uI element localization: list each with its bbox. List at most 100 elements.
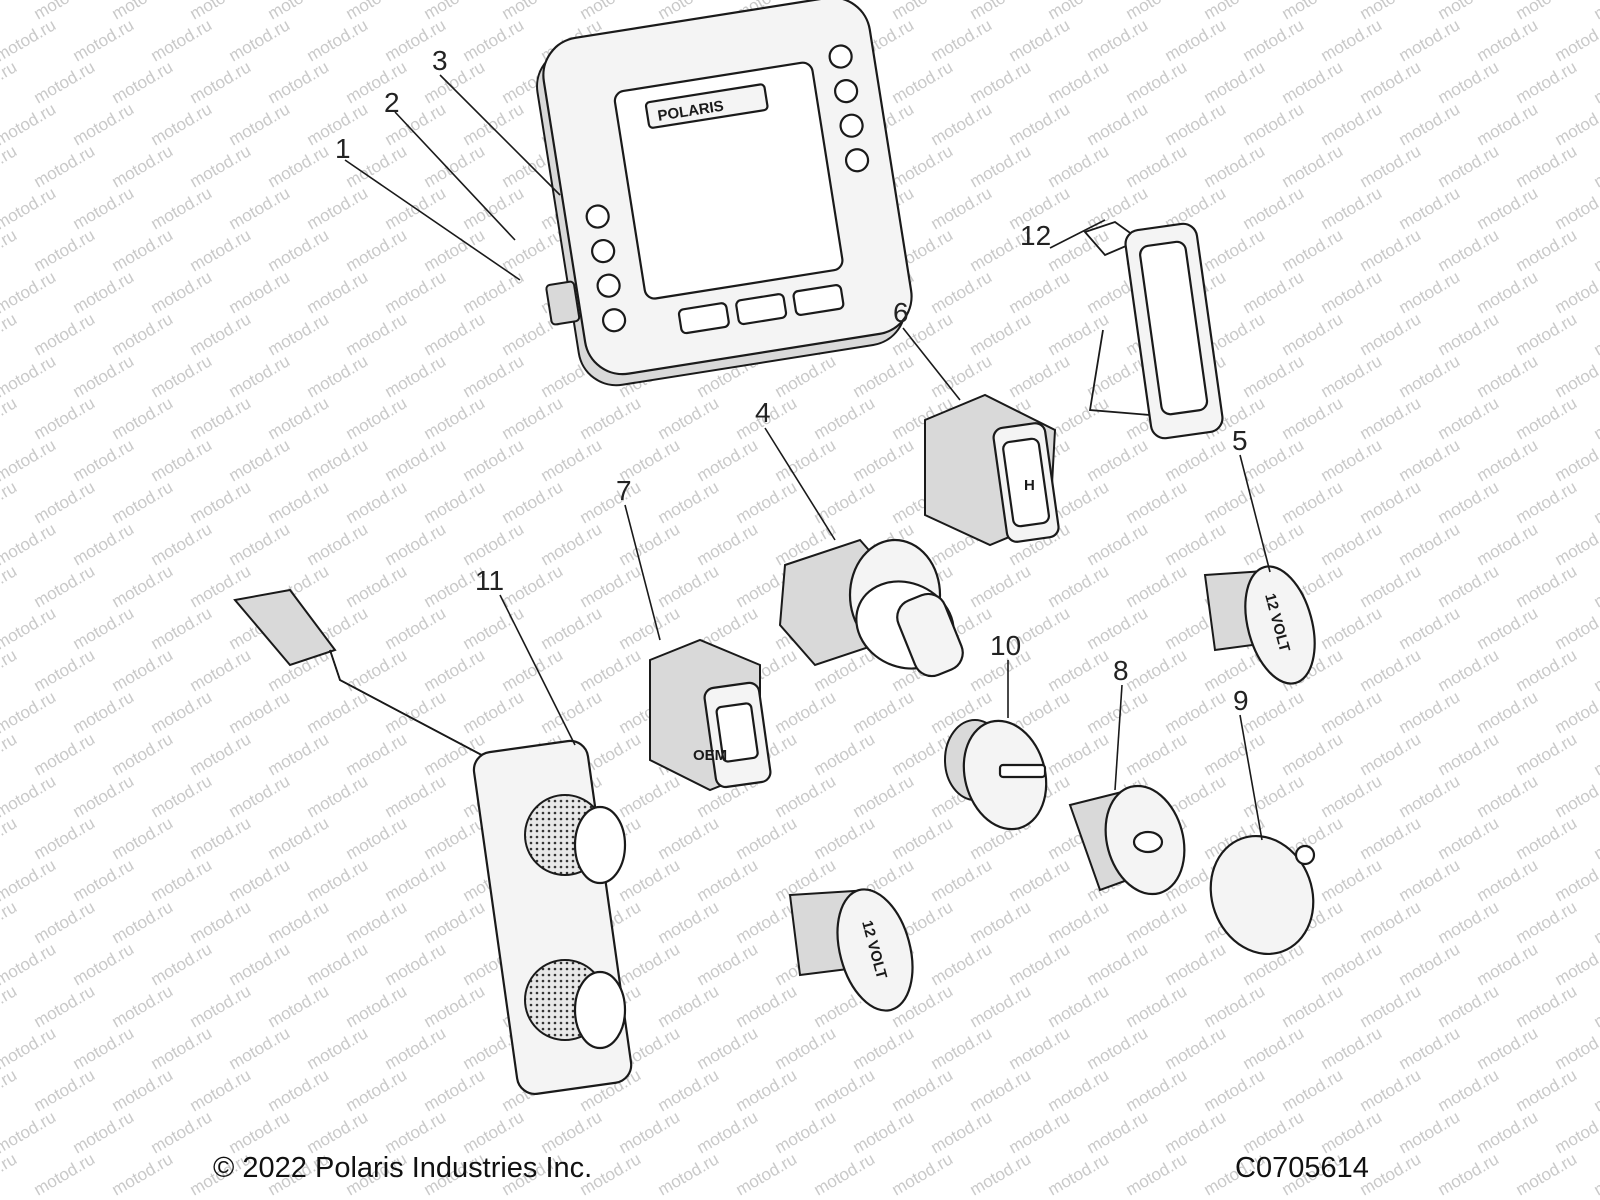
watermark-text: motod.ru (889, 57, 957, 107)
watermark-text: motod.ru (1201, 981, 1269, 1031)
watermark-text: motod.ru (1513, 1065, 1581, 1115)
watermark-text: motod.ru (1357, 645, 1425, 695)
watermark-text: motod.ru (382, 855, 450, 905)
watermark-text: motod.ru (226, 183, 294, 233)
watermark-text: motod.ru (304, 1023, 372, 1073)
watermark-text: motod.ru (1084, 15, 1152, 65)
watermark-text: motod.ru (1357, 729, 1425, 779)
watermark-text: motod.ru (1201, 57, 1269, 107)
watermark-text: motod.ru (1318, 351, 1386, 401)
watermark-text: motod.ru (0, 1065, 20, 1115)
watermark-text: motod.ru (538, 1107, 606, 1157)
watermark-text: motod.ru (265, 981, 333, 1031)
watermark-text: motod.ru (1591, 1065, 1600, 1115)
watermark-text: motod.ru (0, 981, 20, 1031)
watermark-text: motod.ru (226, 855, 294, 905)
watermark-text: motod.ru (1513, 561, 1581, 611)
watermark-text: motod.ru (265, 309, 333, 359)
watermark-text: motod.ru (1006, 267, 1074, 317)
watermark-text: motod.ru (1123, 477, 1191, 527)
watermark-text: motod.ru (1591, 1149, 1600, 1199)
display-gauge: POLARIS (536, 0, 913, 387)
watermark-text: motod.ru (694, 939, 762, 989)
watermark-text: motod.ru (1396, 183, 1464, 233)
watermark-text: motod.ru (538, 435, 606, 485)
watermark-text: motod.ru (343, 561, 411, 611)
watermark-text: motod.ru (31, 309, 99, 359)
watermark-text: motod.ru (1240, 1107, 1308, 1157)
watermark-text: motod.ru (0, 729, 20, 779)
watermark-text: motod.ru (1357, 897, 1425, 947)
watermark-text: motod.ru (265, 57, 333, 107)
watermark-text: motod.ru (109, 393, 177, 443)
watermark-text: motod.ru (343, 897, 411, 947)
watermark-text: motod.ru (967, 309, 1035, 359)
watermark-text: motod.ru (694, 855, 762, 905)
watermark-text: motod.ru (850, 1023, 918, 1073)
watermark-text: motod.ru (1591, 225, 1600, 275)
watermark-text: motod.ru (1513, 645, 1581, 695)
watermark-text: motod.ru (109, 561, 177, 611)
watermark-text: motod.ru (1318, 183, 1386, 233)
watermark-text: motod.ru (1552, 939, 1600, 989)
watermark-text: motod.ru (616, 855, 684, 905)
watermark-text: motod.ru (967, 561, 1035, 611)
watermark-text: motod.ru (304, 1107, 372, 1157)
watermark-text: motod.ru (1084, 99, 1152, 149)
watermark-text: motod.ru (148, 771, 216, 821)
watermark-text: motod.ru (1435, 561, 1503, 611)
leader-lines (344, 74, 1271, 841)
watermark-text: motod.ru (655, 981, 723, 1031)
watermark-text: motod.ru (70, 351, 138, 401)
watermark-text: motod.ru (382, 603, 450, 653)
watermark-text: motod.ru (928, 939, 996, 989)
watermark-text: motod.ru (421, 57, 489, 107)
callouts: 1 2 3 4 5 6 7 8 9 10 11 12 (335, 45, 1249, 716)
watermark-text: motod.ru (109, 729, 177, 779)
watermark-text: motod.ru (577, 561, 645, 611)
watermark-text: motod.ru (70, 1023, 138, 1073)
watermark-text: motod.ru (655, 561, 723, 611)
watermark-text: motod.ru (226, 771, 294, 821)
watermark-text: motod.ru (1045, 57, 1113, 107)
watermark-text: motod.ru (304, 15, 372, 65)
watermark-text: motod.ru (1318, 519, 1386, 569)
watermark-text: motod.ru (694, 1107, 762, 1157)
watermark-text: motod.ru (304, 183, 372, 233)
watermark-text: motod.ru (772, 435, 840, 485)
watermark-text: motod.ru (1318, 15, 1386, 65)
watermark-text: motod.ru (733, 813, 801, 863)
watermark-text: motod.ru (655, 393, 723, 443)
watermark-text: motod.ru (1201, 225, 1269, 275)
watermark-text: motod.ru (343, 981, 411, 1031)
watermark-text: motod.ru (187, 309, 255, 359)
watermark-text: motod.ru (616, 771, 684, 821)
watermark-text: motod.ru (31, 1065, 99, 1115)
gauge-buttons-left (585, 204, 627, 333)
watermark-text: motod.ru (1240, 267, 1308, 317)
watermark-text: motod.ru (148, 519, 216, 569)
watermark-text: motod.ru (1006, 939, 1074, 989)
watermark-text: motod.ru (109, 981, 177, 1031)
watermark-text: motod.ru (343, 645, 411, 695)
watermark-text: motod.ru (31, 141, 99, 191)
watermark-text: motod.ru (694, 1023, 762, 1073)
watermark-text: motod.ru (1162, 435, 1230, 485)
watermark-text: motod.ru (382, 519, 450, 569)
ignition-switch (778, 538, 964, 678)
watermark-text: motod.ru (265, 477, 333, 527)
watermark-text: motod.ru (109, 813, 177, 863)
watermark-text: motod.ru (1240, 351, 1308, 401)
callout-11: 11 (475, 565, 504, 596)
watermark-text: motod.ru (967, 897, 1035, 947)
watermark-text: motod.ru (928, 1107, 996, 1157)
watermark-text: motod.ru (1552, 687, 1600, 737)
watermark-text: motod.ru (1240, 183, 1308, 233)
watermark-text: motod.ru (31, 393, 99, 443)
watermark-text: motod.ru (1552, 1107, 1600, 1157)
watermark-text: motod.ru (226, 351, 294, 401)
watermark-text: motod.ru (1357, 393, 1425, 443)
watermark-text: motod.ru (1279, 477, 1347, 527)
watermark-text: motod.ru (1435, 1065, 1503, 1115)
watermark-text: motod.ru (343, 729, 411, 779)
